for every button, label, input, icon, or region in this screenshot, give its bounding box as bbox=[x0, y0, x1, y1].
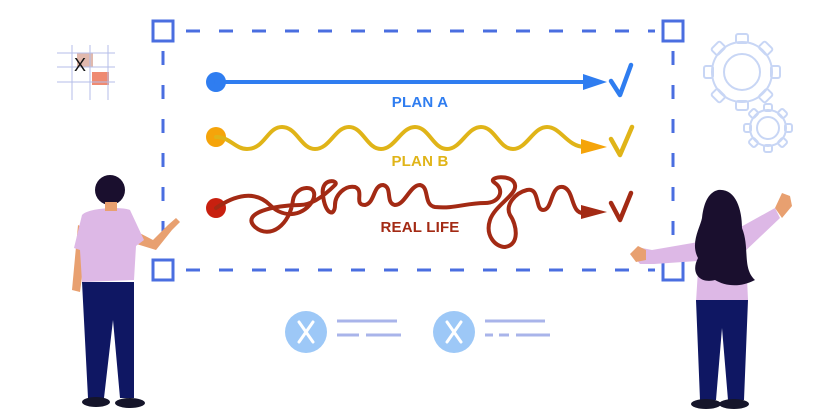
real-life-path bbox=[206, 175, 634, 249]
plan-a-path bbox=[206, 62, 634, 98]
right-person bbox=[630, 188, 800, 413]
svg-text:X: X bbox=[74, 55, 86, 75]
selection-frame bbox=[150, 18, 688, 284]
plan-b-path bbox=[206, 124, 635, 158]
gears-icon bbox=[700, 30, 800, 155]
frame-handle-top-right bbox=[661, 19, 685, 43]
plan-a-label: PLAN A bbox=[391, 94, 449, 111]
frame-handle-bottom-left bbox=[151, 258, 175, 282]
failed-item-1 bbox=[284, 310, 404, 354]
frame-handle-top-left bbox=[151, 19, 175, 43]
real-life-label: REAL LIFE bbox=[380, 219, 460, 236]
plan-b-label: PLAN B bbox=[391, 153, 449, 170]
plan-paths bbox=[195, 55, 645, 255]
grid-x-icon: X bbox=[55, 45, 115, 100]
left-person bbox=[68, 170, 183, 410]
failed-item-2 bbox=[432, 310, 562, 354]
